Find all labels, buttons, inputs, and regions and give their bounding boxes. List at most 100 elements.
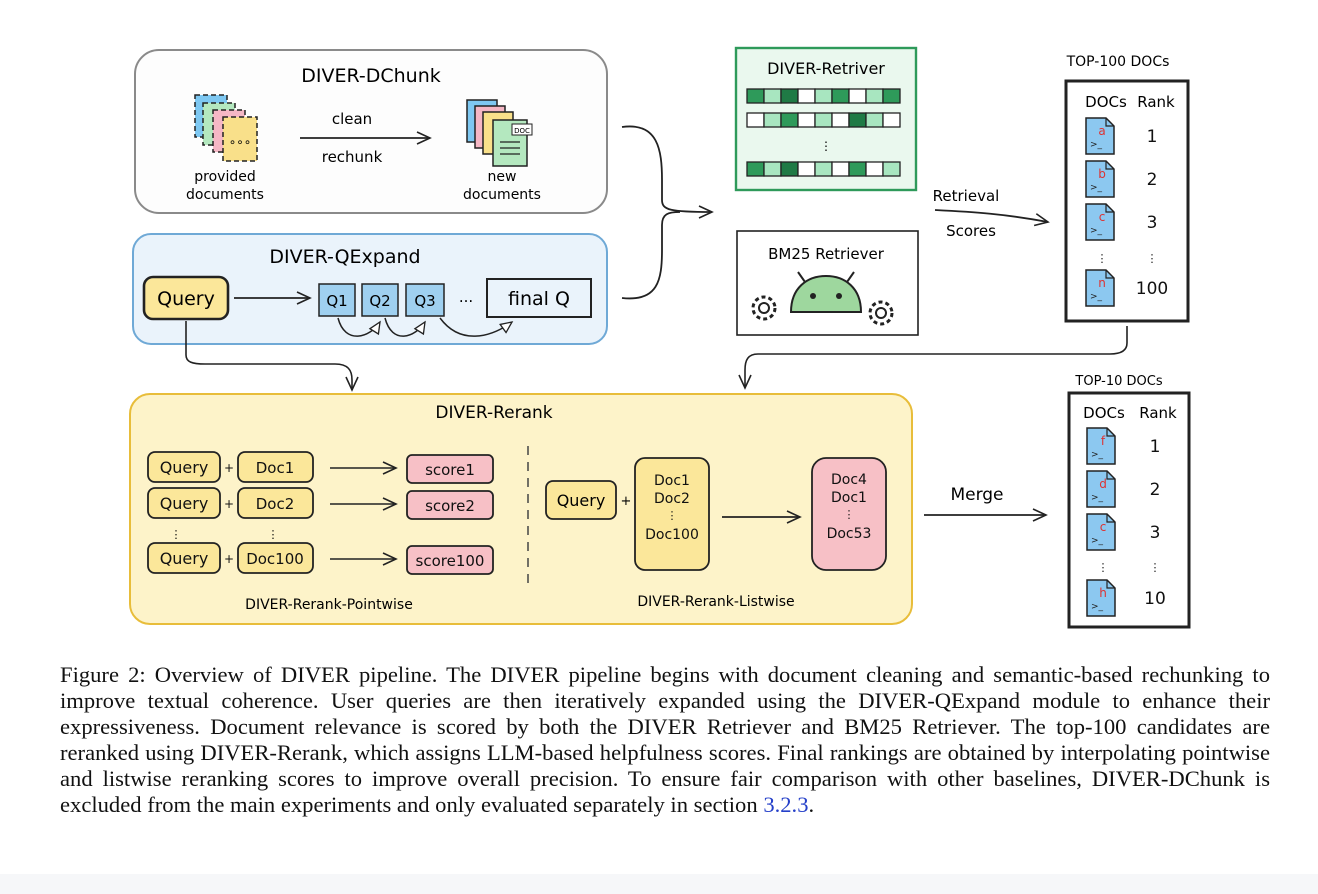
doc-row: n>_100 — [1085, 269, 1168, 307]
doc-rank: 2 — [1147, 170, 1158, 190]
embedding-cell — [763, 88, 782, 104]
embedding-cell — [831, 88, 850, 104]
pointwise-score-box — [406, 490, 494, 520]
pointwise-score-label: score100 — [416, 552, 485, 570]
doc-id: c — [1100, 520, 1107, 534]
embedding-cell — [865, 88, 884, 104]
listwise-query: Query — [557, 491, 606, 510]
pointwise-score-box — [406, 545, 494, 575]
pointwise-query-label: Query — [160, 549, 209, 568]
provided-label-1: provided — [194, 169, 255, 185]
section-reference-link[interactable]: 3.2.3 — [763, 792, 809, 817]
doc-rank: 10 — [1144, 589, 1166, 609]
pointwise-query-box — [147, 487, 221, 519]
doc-id: b — [1098, 167, 1106, 181]
retriever-title: DIVER-Retriver — [767, 59, 885, 78]
top10-col-rank: Rank — [1139, 404, 1177, 422]
q3-label: Q3 — [414, 292, 435, 310]
embedding-cell — [780, 88, 799, 104]
pointwise-plus: + — [224, 461, 234, 475]
embedding-cell — [865, 161, 884, 177]
doc-rank: 1 — [1147, 127, 1158, 147]
doc-row: b >_ 2 — [1085, 160, 1158, 198]
embedding-cell — [848, 112, 867, 128]
clean-label: clean — [332, 110, 372, 128]
q2-label: Q2 — [369, 292, 390, 310]
rerank-title: DIVER-Rerank — [435, 403, 552, 423]
dchunk-module: DIVER-DChunk ∘∘∘ provided documents clea… — [134, 49, 608, 214]
dchunk-title: DIVER-DChunk — [301, 65, 441, 87]
document-icon — [1085, 269, 1115, 307]
embedding-cell — [763, 112, 782, 128]
doc-rank: 1 — [1150, 437, 1161, 457]
pipeline-figure: DIVER-DChunk ∘∘∘ provided documents clea… — [129, 46, 1191, 629]
list-dots: ⋮ — [844, 508, 855, 521]
pointwise-doc-box — [237, 487, 314, 519]
embedding-cell — [848, 88, 867, 104]
document-fold — [1106, 428, 1115, 437]
rows-dots-rank: ⋮ — [1147, 252, 1158, 265]
embedding-rows — [746, 88, 901, 177]
doc-row: a>_1 — [1085, 117, 1158, 155]
figure-caption: Figure 2: Overview of DIVER pipeline. Th… — [60, 662, 1270, 818]
document-fold — [1106, 471, 1115, 480]
qexpand-title: DIVER-QExpand — [269, 246, 420, 268]
prompt-glyph: >_ — [1090, 183, 1103, 193]
pointwise-doc-box — [237, 451, 314, 483]
new-label-1: new — [488, 169, 517, 185]
pointwise-query-box — [147, 451, 221, 483]
document-fold — [1105, 270, 1114, 279]
pointwise-query-label: Query — [160, 494, 209, 513]
rows-dots-docs: ⋮ — [1098, 561, 1109, 574]
list-doc-label: Doc2 — [654, 491, 690, 507]
pointwise-score-label: score2 — [425, 497, 475, 515]
embedding-cell — [763, 161, 782, 177]
svg-text:∘∘∘: ∘∘∘ — [229, 135, 252, 149]
rows-dots-rank: ⋮ — [1150, 561, 1161, 574]
pointwise-score-label: score1 — [425, 461, 475, 479]
android-robot-icon — [789, 271, 863, 313]
pointwise-doc-label: Doc2 — [256, 495, 295, 513]
document-fold — [1106, 580, 1115, 589]
bm25-retriever-module: BM25 Retriever — [736, 230, 919, 336]
merge-label: Merge — [950, 485, 1003, 505]
top10-panel: TOP-10 DOCs DOCs Rank f>_1d>_2c>_3h>_10⋮… — [1067, 374, 1191, 629]
qexpand-module: DIVER-QExpand Query Q1 Q2 Q3 ... final Q — [132, 233, 608, 345]
pointwise-doc-label: Doc1 — [256, 459, 295, 477]
document-icon — [1086, 427, 1116, 465]
embedding-cell — [814, 161, 833, 177]
embedding-cell — [746, 88, 765, 104]
doc-tag: DOC — [514, 127, 530, 135]
top100-panel: TOP-100 DOCs DOCs Rank a>_1b>_2c>_3n>_10… — [1064, 54, 1190, 323]
qexpand-ellipsis: ... — [459, 288, 473, 306]
prompt-glyph: >_ — [1091, 493, 1104, 503]
document-fold — [1105, 118, 1114, 127]
embedding-cell — [797, 161, 816, 177]
document-icon — [1085, 160, 1115, 198]
bm25-title: BM25 Retriever — [768, 245, 885, 263]
prompt-glyph: >_ — [1090, 292, 1103, 302]
listwise-plus: + — [621, 494, 632, 509]
document-icon — [1085, 203, 1115, 241]
caption-text: Figure 2: Overview of DIVER pipeline. Th… — [60, 662, 1270, 817]
doc-id: d — [1099, 477, 1107, 491]
embedding-cell — [780, 161, 799, 177]
doc-row: c>_3 — [1085, 203, 1157, 241]
final-q-label: final Q — [508, 288, 570, 310]
doc-row: h>_10 — [1086, 579, 1166, 617]
top10-title: TOP-10 DOCs — [1074, 374, 1162, 389]
doc-id: f — [1101, 434, 1106, 448]
embedding-cell — [865, 112, 884, 128]
embedding-cell — [882, 88, 901, 104]
retriever-dots: ⋮ — [820, 139, 832, 153]
rows-dots-docs: ⋮ — [1097, 252, 1108, 265]
listwise-label: DIVER-Rerank-Listwise — [637, 594, 794, 610]
prompt-glyph: >_ — [1090, 226, 1103, 236]
list-doc-label: Doc1 — [831, 490, 867, 506]
prompt-glyph: >_ — [1090, 140, 1103, 150]
